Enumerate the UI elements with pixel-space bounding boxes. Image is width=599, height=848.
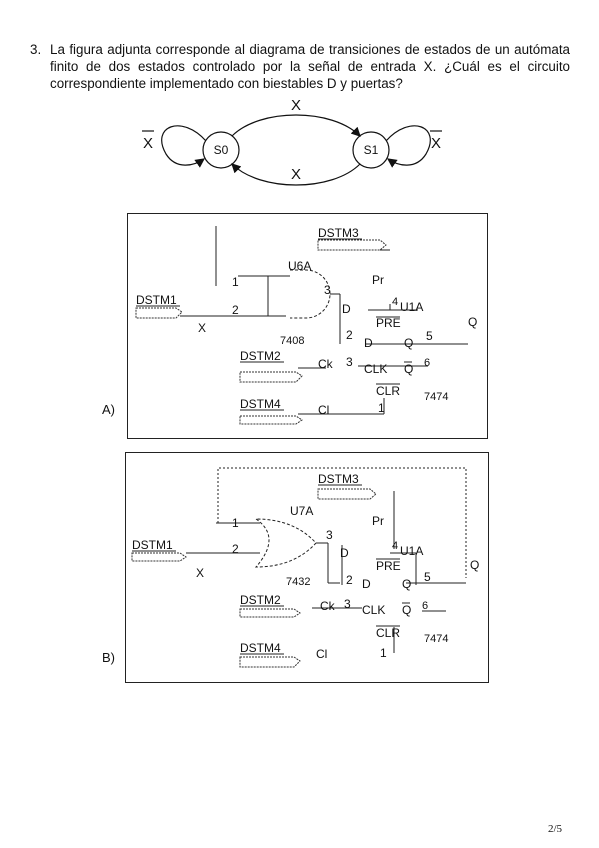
page-number: 2/5 bbox=[547, 823, 562, 835]
a-ck-net: Ck bbox=[318, 357, 334, 371]
option-b-schematic: DSTM1 DSTM3 DSTM2 DSTM4 X U7A 7432 1 2 3… bbox=[131, 467, 479, 668]
b-pin-clr: CLR bbox=[376, 626, 400, 640]
a-stim3: DSTM3 bbox=[318, 226, 359, 240]
b-n2: 2 bbox=[232, 542, 239, 556]
a-x-net: X bbox=[198, 321, 206, 335]
a-ff-part: 7474 bbox=[424, 391, 448, 403]
b-n6: 6 bbox=[422, 600, 428, 612]
state-s1-label: S1 bbox=[364, 143, 379, 157]
a-pin-clr: CLR bbox=[376, 384, 400, 398]
b-gate-part: 7432 bbox=[286, 576, 310, 588]
a-q-net: Q bbox=[468, 315, 477, 329]
transition-s1-s0 bbox=[231, 163, 361, 186]
b-x-net: X bbox=[196, 566, 204, 580]
a-n6: 6 bbox=[424, 357, 430, 369]
b-stim1: DSTM1 bbox=[132, 538, 173, 552]
a-stim4: DSTM4 bbox=[240, 397, 281, 411]
b-n2b: 2 bbox=[346, 573, 353, 587]
a-cl-net: Cl bbox=[318, 403, 329, 417]
option-b-label: B) bbox=[102, 650, 115, 665]
option-b-panel: DSTM1 DSTM3 DSTM2 DSTM4 X U7A 7432 1 2 3… bbox=[125, 452, 489, 683]
a-n3: 3 bbox=[324, 283, 331, 297]
b-n4: 4 bbox=[392, 540, 398, 552]
b-n1: 1 bbox=[232, 516, 239, 530]
a-pr-net: Pr bbox=[372, 273, 384, 287]
question-text: La figura adjunta corresponde al diagram… bbox=[50, 42, 570, 91]
b-pin-qn: Q bbox=[402, 603, 411, 617]
a-n5: 5 bbox=[426, 329, 433, 343]
a-n1: 1 bbox=[232, 275, 239, 289]
b-ck-net: Ck bbox=[320, 599, 336, 613]
b-stim4: DSTM4 bbox=[240, 641, 281, 655]
b-ff-name: U1A bbox=[400, 544, 423, 558]
a-gate-name: U6A bbox=[288, 259, 311, 273]
state-diagram: S0 S1 X X X X bbox=[142, 97, 442, 186]
b-pin-clk: CLK bbox=[362, 603, 385, 617]
b-stim3: DSTM3 bbox=[318, 472, 359, 486]
self-loop-label-s0: X bbox=[143, 135, 153, 152]
option-a-schematic: DSTM1 DSTM3 DSTM2 DSTM4 X U6A 7408 1 2 3… bbox=[135, 226, 477, 425]
self-loop-s1 bbox=[385, 125, 431, 168]
a-n2: 2 bbox=[232, 303, 239, 317]
a-n1b: 1 bbox=[378, 401, 385, 415]
self-loop-s0 bbox=[161, 125, 207, 168]
a-stim2: DSTM2 bbox=[240, 349, 281, 363]
b-n3: 3 bbox=[326, 528, 333, 542]
a-n4: 4 bbox=[392, 296, 398, 308]
b-pin-d2: D bbox=[362, 577, 371, 591]
transition-label-bottom: X bbox=[291, 166, 301, 183]
a-gate-part: 7408 bbox=[280, 335, 304, 347]
b-n3b: 3 bbox=[344, 597, 351, 611]
a-pin-clk: CLK bbox=[364, 362, 387, 376]
a-pin-qn: Q bbox=[404, 362, 413, 376]
state-s1 bbox=[352, 131, 390, 169]
b-n1b: 1 bbox=[380, 646, 387, 660]
b-pin-d: D bbox=[340, 546, 349, 560]
state-s0-label: S0 bbox=[214, 143, 229, 157]
b-gate-name: U7A bbox=[290, 504, 313, 518]
b-q-net: Q bbox=[470, 558, 479, 572]
state-s0 bbox=[202, 131, 240, 169]
a-n2b: 2 bbox=[346, 328, 353, 342]
a-n3b: 3 bbox=[346, 355, 353, 369]
b-stim2: DSTM2 bbox=[240, 593, 281, 607]
b-cl-net: Cl bbox=[316, 647, 327, 661]
a-stim1: DSTM1 bbox=[136, 293, 177, 307]
a-pin-pre: PRE bbox=[376, 316, 401, 330]
b-pin-pre: PRE bbox=[376, 559, 401, 573]
transition-label-top: X bbox=[291, 97, 301, 114]
b-pr-net: Pr bbox=[372, 514, 384, 528]
option-a-panel: DSTM1 DSTM3 DSTM2 DSTM4 X U6A 7408 1 2 3… bbox=[127, 213, 488, 439]
a-pin-q: Q bbox=[404, 336, 413, 350]
b-n5: 5 bbox=[424, 570, 431, 584]
a-pin-d2: D bbox=[364, 336, 373, 350]
question-number: 3. bbox=[30, 42, 42, 57]
a-pin-d: D bbox=[342, 302, 351, 316]
a-ff-name: U1A bbox=[400, 300, 423, 314]
option-a-label: A) bbox=[102, 402, 115, 417]
b-pin-q: Q bbox=[402, 577, 411, 591]
b-ff-part: 7474 bbox=[424, 633, 448, 645]
self-loop-label-s1: X bbox=[431, 135, 441, 152]
transition-s0-s1 bbox=[231, 114, 361, 137]
